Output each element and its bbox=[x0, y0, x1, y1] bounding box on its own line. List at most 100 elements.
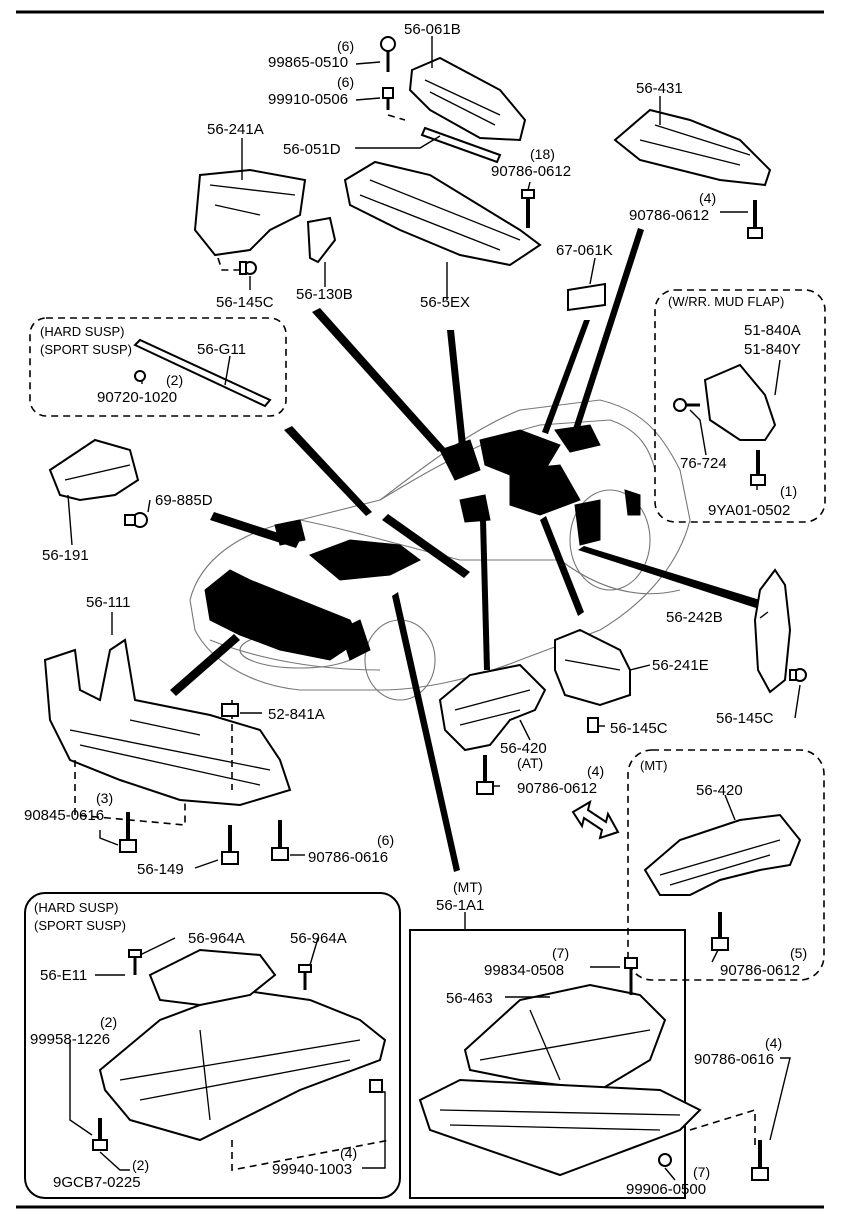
label-90786-0612-a: 90786-0612 bbox=[491, 163, 571, 180]
part-56-241E-shape bbox=[554, 628, 631, 707]
section-sport-susp-1: (SPORT SUSP) bbox=[40, 342, 132, 357]
label-56-241E: 56-241E bbox=[652, 657, 709, 674]
section-hard-susp-1: (HARD SUSP) bbox=[40, 324, 125, 339]
nut-90720-icon bbox=[134, 370, 146, 382]
bolt-90786-0612-c-icon bbox=[476, 755, 494, 795]
label-56-149: 56-149 bbox=[137, 861, 184, 878]
note-at: (AT) bbox=[517, 755, 543, 771]
part-56-420-mt-shape bbox=[643, 813, 802, 896]
label-76-724: 76-724 bbox=[680, 455, 727, 472]
qty-90786-0616-b: (4) bbox=[765, 1035, 782, 1051]
screw-56-964A-b-icon bbox=[298, 964, 312, 990]
label-99910-0506: 99910-0506 bbox=[268, 91, 348, 108]
part-56-G11-shape bbox=[133, 338, 272, 408]
qty-99910: (6) bbox=[337, 74, 354, 90]
label-56-051D: 56-051D bbox=[283, 141, 341, 158]
bolt-56-149-icon bbox=[221, 825, 239, 865]
clip-56-145C-c-icon bbox=[789, 668, 807, 682]
label-90786-0612-c: 90786-0612 bbox=[517, 780, 597, 797]
bolt-90786-0612-b-icon bbox=[747, 200, 763, 239]
qty-99940: (4) bbox=[340, 1145, 357, 1161]
qty-99834: (7) bbox=[552, 945, 569, 961]
label-56-964A-b: 56-964A bbox=[290, 930, 347, 947]
nut-99940-icon bbox=[369, 1079, 383, 1093]
clip-99910-icon bbox=[382, 87, 394, 110]
part-56-051D-shape bbox=[420, 126, 502, 164]
label-90845-0616: 90845-0616 bbox=[24, 807, 104, 824]
part-56-111-shape bbox=[43, 638, 292, 807]
label-56-061B: 56-061B bbox=[404, 21, 461, 38]
qty-99958: (2) bbox=[100, 1014, 117, 1030]
qty-90786-c: (4) bbox=[587, 763, 604, 779]
section-hard-susp-2: (HARD SUSP) bbox=[34, 900, 119, 915]
note-mt-1a1: (MT) bbox=[453, 879, 483, 895]
clip-56-145C-b-icon bbox=[587, 717, 599, 733]
label-56-420-at: 56-420 bbox=[500, 740, 547, 757]
qty-90786-0616-a: (6) bbox=[377, 832, 394, 848]
label-99958-1226: 99958-1226 bbox=[30, 1031, 110, 1048]
qty-9GCB7: (2) bbox=[132, 1157, 149, 1173]
part-56-130B-shape bbox=[306, 216, 337, 264]
qty-99865: (6) bbox=[337, 38, 354, 54]
label-90786-0612-d: 90786-0612 bbox=[720, 962, 800, 979]
bolt-90845-icon bbox=[119, 812, 137, 853]
label-56-130B: 56-130B bbox=[296, 286, 353, 303]
part-51-840A-shape bbox=[703, 363, 777, 441]
nut-52-841A-icon bbox=[221, 703, 239, 717]
clip-76-724-icon bbox=[673, 398, 700, 412]
label-90786-0616-a: 90786-0616 bbox=[308, 849, 388, 866]
clip-69-885D-icon bbox=[124, 512, 148, 528]
label-99906-0500: 99906-0500 bbox=[626, 1181, 706, 1198]
qty-90786-b: (4) bbox=[699, 190, 716, 206]
part-56-1A1-box bbox=[409, 929, 686, 1199]
qty-90786-d: (5) bbox=[790, 945, 807, 961]
section-sport-susp-2: (SPORT SUSP) bbox=[34, 918, 126, 933]
bolt-9GCB7-icon bbox=[92, 1118, 108, 1151]
bolt-99834-icon bbox=[624, 957, 638, 995]
bolt-90786-0612-d-icon bbox=[711, 912, 729, 951]
leader-lines bbox=[67, 36, 801, 1181]
bolt-90786-0616-a-icon bbox=[271, 820, 289, 861]
qty-90786-a: (18) bbox=[530, 146, 555, 162]
label-56-145C-b: 56-145C bbox=[610, 720, 668, 737]
label-99834-0508: 99834-0508 bbox=[484, 962, 564, 979]
screw-56-964A-a-icon bbox=[128, 949, 142, 975]
label-99940-1003: 99940-1003 bbox=[272, 1161, 352, 1178]
pointer-rays bbox=[170, 228, 760, 872]
part-56-E11-shape bbox=[98, 988, 387, 1142]
label-56-145C-c: 56-145C bbox=[716, 710, 774, 727]
label-51-840Y: 51-840Y bbox=[744, 341, 801, 358]
label-56-191: 56-191 bbox=[42, 547, 89, 564]
part-56-191-shape bbox=[48, 438, 140, 502]
label-56-241A: 56-241A bbox=[207, 121, 264, 138]
label-99865-0510: 99865-0510 bbox=[268, 54, 348, 71]
part-56-061B-shape bbox=[408, 56, 527, 142]
qty-9YA01: (1) bbox=[780, 483, 797, 499]
label-56-420-mt: 56-420 bbox=[696, 782, 743, 799]
label-56-G11: 56-G11 bbox=[197, 341, 246, 358]
clip-56-145C-a-icon bbox=[239, 261, 257, 275]
label-69-885D: 69-885D bbox=[155, 492, 213, 509]
label-56-5EX: 56-5EX bbox=[420, 294, 470, 311]
qty-90845: (3) bbox=[96, 790, 113, 806]
label-56-964A-a: 56-964A bbox=[188, 930, 245, 947]
label-52-841A: 52-841A bbox=[268, 706, 325, 723]
label-56-1A1: 56-1A1 bbox=[436, 897, 484, 914]
label-56-431: 56-431 bbox=[636, 80, 683, 97]
nut-99906-icon bbox=[658, 1153, 672, 1167]
bolt-90786-0612-icon bbox=[521, 189, 535, 228]
part-56-431-shape bbox=[613, 108, 772, 187]
double-arrow-icon bbox=[571, 799, 620, 840]
qty-90720: (2) bbox=[166, 372, 183, 388]
label-90786-0616-b: 90786-0616 bbox=[694, 1051, 774, 1068]
label-67-061K: 67-061K bbox=[556, 242, 613, 259]
part-56-242B-shape bbox=[753, 568, 792, 694]
part-67-061K-shape bbox=[567, 282, 606, 312]
label-56-145C-a: 56-145C bbox=[216, 294, 274, 311]
label-56-242B: 56-242B bbox=[666, 609, 723, 626]
part-56-964A-shape bbox=[148, 948, 277, 1007]
part-56-420-at-shape bbox=[438, 663, 547, 752]
hard-susp-box-1 bbox=[29, 317, 287, 417]
label-56-111: 56-111 bbox=[86, 594, 130, 611]
section-mud-flap: (W/RR. MUD FLAP) bbox=[668, 294, 784, 309]
